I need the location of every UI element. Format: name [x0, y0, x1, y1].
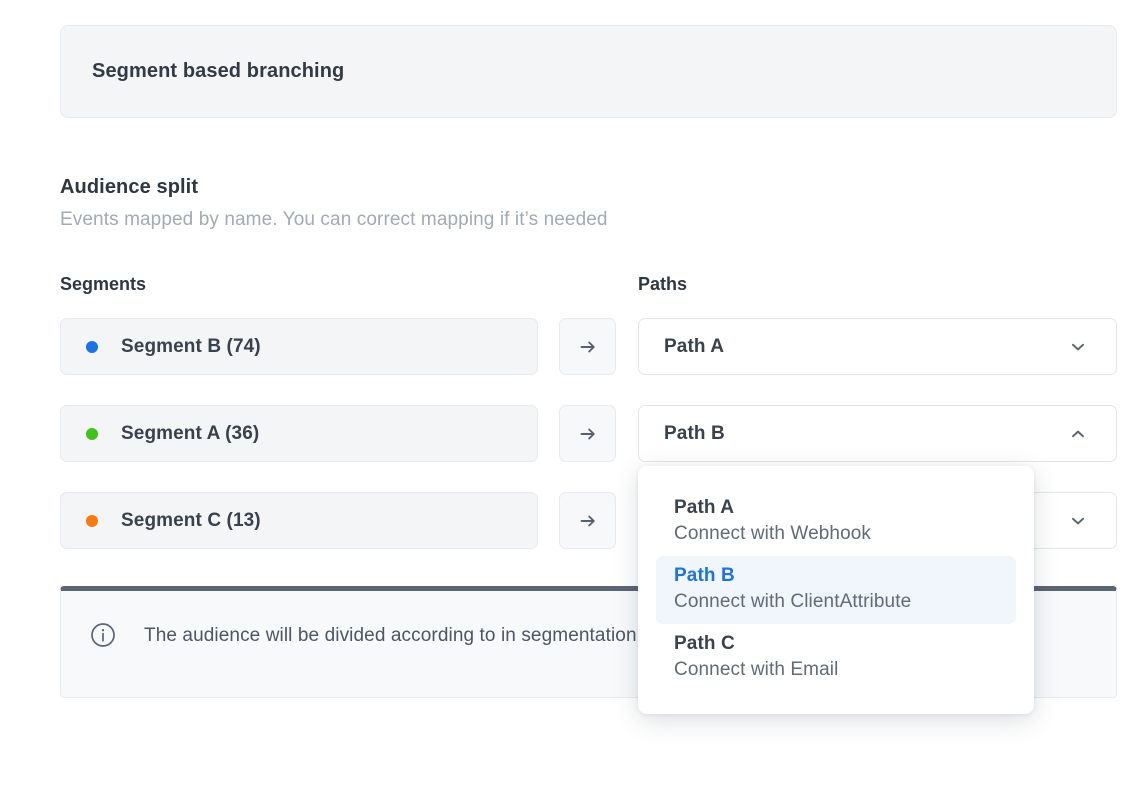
segment-color-dot-orange: [86, 514, 98, 527]
path-select-value: Path A: [664, 335, 725, 357]
map-arrow-button-2[interactable]: [559, 405, 616, 462]
dropdown-option-title: Path A: [674, 497, 735, 518]
dropdown-option-path-a[interactable]: Path A Connect with Webhook: [656, 488, 1016, 556]
arrow-right-icon: [578, 337, 598, 357]
segment-chip-b[interactable]: Segment B (74): [60, 318, 538, 375]
map-arrow-button-1[interactable]: [559, 318, 616, 375]
mapping-row: Segment A (36) Path B: [60, 405, 1117, 462]
paths-column-label: Paths: [638, 274, 688, 294]
map-arrow-button-3[interactable]: [559, 492, 616, 549]
chevron-down-icon[interactable]: [1068, 337, 1088, 357]
dropdown-option-description: Connect with ClientAttribute: [674, 591, 912, 612]
info-text: The audience will be divided according t…: [144, 625, 637, 646]
segment-chip-c[interactable]: Segment C (13): [60, 492, 538, 549]
audience-split-section: Audience split Events mapped by name. Yo…: [60, 176, 1117, 231]
page-title: Segment based branching: [92, 60, 345, 82]
arrow-right-icon: [578, 511, 598, 531]
path-dropdown-panel: Path A Connect with Webhook Path B Conne…: [638, 466, 1034, 714]
dropdown-option-description: Connect with Webhook: [674, 523, 872, 544]
dropdown-option-description: Connect with Email: [674, 659, 839, 680]
segment-chip-a[interactable]: Segment A (36): [60, 405, 538, 462]
segment-label: Segment B (74): [121, 335, 261, 357]
segment-color-dot-green: [86, 427, 98, 440]
arrow-right-icon: [578, 424, 598, 444]
path-select-value: Path B: [664, 422, 725, 444]
dropdown-option-path-c[interactable]: Path C Connect with Email: [656, 624, 1016, 692]
segment-label: Segment C (13): [121, 509, 261, 531]
section-subtitle: Events mapped by name. You can correct m…: [60, 209, 608, 230]
info-circle-icon: [90, 622, 116, 653]
segment-color-dot-blue: [86, 340, 98, 353]
section-title: Audience split: [60, 176, 199, 198]
mapping-row: Segment B (74) Path A: [60, 318, 1117, 375]
chevron-up-icon[interactable]: [1068, 424, 1088, 444]
chevron-down-icon[interactable]: [1068, 511, 1088, 531]
header-card: Segment based branching: [60, 25, 1117, 118]
dropdown-option-title: Path B: [674, 565, 735, 586]
dropdown-option-title: Path C: [674, 633, 735, 654]
path-select-2[interactable]: Path B: [638, 405, 1117, 462]
column-headers: Segments Paths: [60, 274, 1117, 302]
dropdown-option-path-b[interactable]: Path B Connect with ClientAttribute: [656, 556, 1016, 624]
segments-column-label: Segments: [60, 274, 147, 294]
segment-label: Segment A (36): [121, 422, 260, 444]
path-select-1[interactable]: Path A: [638, 318, 1117, 375]
